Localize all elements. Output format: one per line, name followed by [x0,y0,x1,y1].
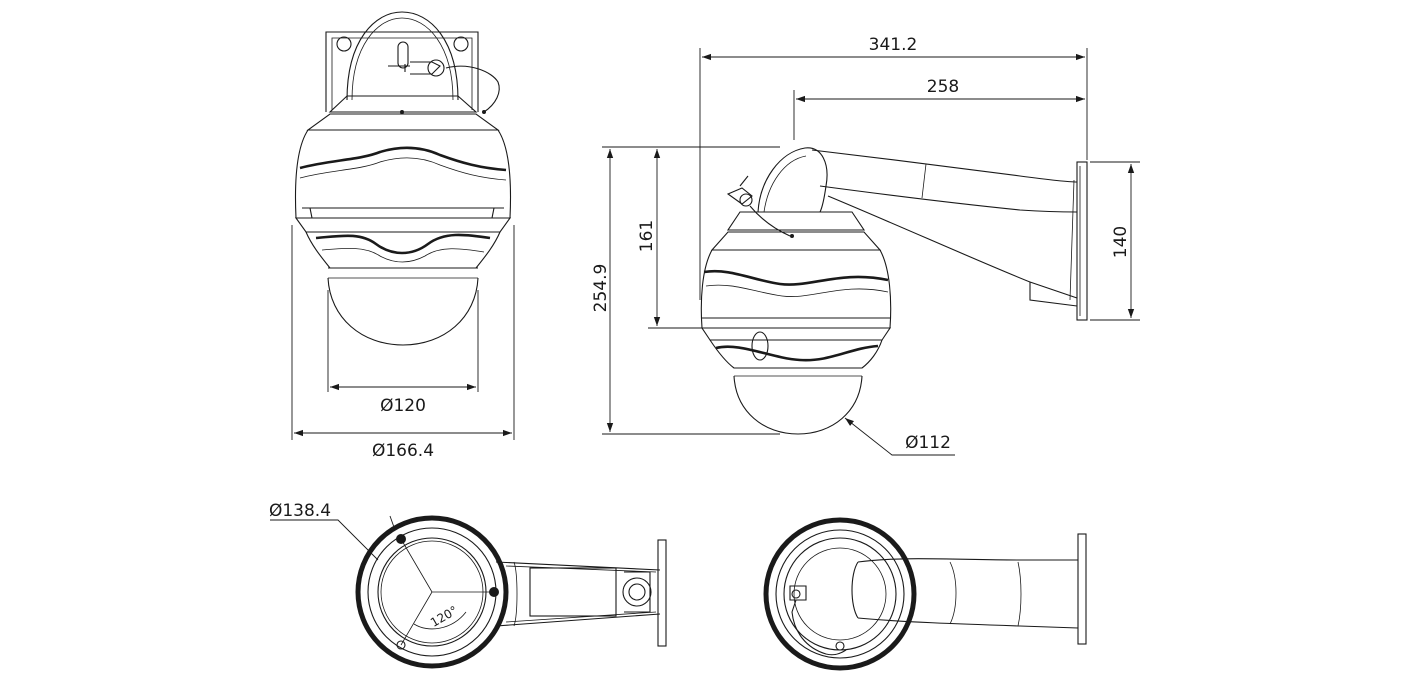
bottom-view-left [270,515,667,669]
bottom-view-right [763,517,1087,671]
dim-side-dome: Ø112 [905,433,951,453]
dim-side-total-height: 254.9 [591,264,611,313]
dim-bottom-ring: Ø138.4 [269,501,331,521]
dim-front-overall: Ø166.4 [372,441,434,461]
dim-front-inner-dome: Ø120 [380,396,426,416]
dim-side-arm-length: 258 [927,77,959,97]
dim-side-bracket-height: 140 [1111,226,1131,258]
dim-side-upper-height: 161 [637,220,657,252]
dim-bottom-angle: 120° [428,603,460,630]
side-view [602,48,1140,456]
dim-side-total-length: 341.2 [869,35,918,55]
front-view [291,11,515,440]
